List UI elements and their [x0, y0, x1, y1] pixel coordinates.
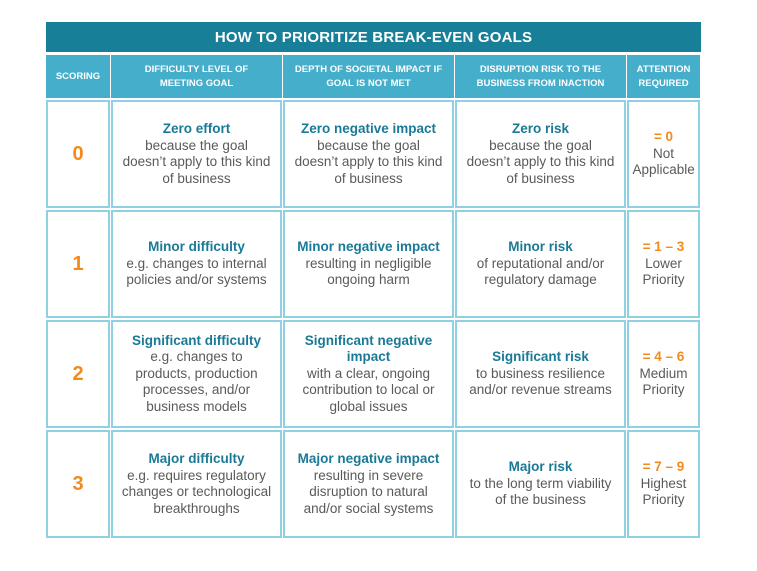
risk-description: to the long term viability of the busine…	[469, 475, 612, 508]
attention-range: = 7 – 9	[642, 459, 685, 475]
difficulty-description: e.g. changes to products, production pro…	[135, 349, 258, 414]
difficulty-heading: Major difficulty	[148, 451, 245, 466]
header-risk: DISRUPTION RISK TO THE BUSINESS FROM INA…	[455, 55, 626, 98]
impact-heading: Significant negative impact	[304, 332, 433, 365]
risk-description: of reputational and/or regulatory damage	[476, 255, 605, 288]
risk-heading: Significant risk	[492, 349, 589, 365]
impact-description: with a clear, ongoing contribution to lo…	[302, 365, 435, 414]
table-title: HOW TO PRIORITIZE BREAK-EVEN GOALS	[46, 22, 701, 52]
score-cell: 0	[46, 100, 110, 208]
priority-table: HOW TO PRIORITIZE BREAK-EVEN GOALS SCORI…	[46, 22, 701, 538]
impact-heading: Major negative impact	[297, 451, 440, 466]
risk-heading: Zero risk	[511, 121, 570, 136]
difficulty-description: because the goal doesn’t apply to this k…	[122, 137, 271, 186]
score-cell: 3	[46, 430, 110, 538]
risk-description: to business resilience and/or revenue st…	[469, 365, 612, 398]
header-attention: ATTENTION REQUIRED	[627, 55, 700, 98]
impact-heading: Minor negative impact	[297, 239, 440, 255]
impact-description: because the goal doesn’t apply to this k…	[294, 137, 443, 186]
header-impact: DEPTH OF SOCIETAL IMPACT IF GOAL IS NOT …	[283, 55, 454, 98]
score-cell: 2	[46, 320, 110, 428]
attention-label: Lower Priority	[642, 255, 685, 288]
score-value: 2	[72, 362, 84, 385]
difficulty-heading: Significant difficulty	[131, 332, 261, 348]
risk-heading: Minor risk	[508, 239, 573, 255]
score-value: 1	[72, 252, 84, 275]
score-value: 0	[72, 142, 84, 165]
difficulty-description: e.g. requires regulatory changes or tech…	[121, 467, 272, 516]
attention-label: Not Applicable	[632, 145, 695, 178]
header-scoring: SCORING	[46, 55, 110, 98]
table-grid: SCORING DIFFICULTY LEVEL OF MEETING GOAL…	[46, 55, 701, 538]
score-cell: 1	[46, 210, 110, 318]
attention-range: = 0	[653, 129, 674, 145]
impact-description: resulting in severe disruption to natura…	[303, 467, 434, 516]
impact-heading: Zero negative impact	[300, 121, 437, 136]
difficulty-heading: Zero effort	[162, 121, 231, 136]
attention-label: Highest Priority	[640, 475, 687, 508]
risk-description: because the goal doesn’t apply to this k…	[466, 137, 615, 186]
impact-description: resulting in negligible ongoing harm	[305, 255, 432, 288]
attention-range: = 4 – 6	[642, 349, 685, 365]
difficulty-description: e.g. changes to internal policies and/or…	[126, 255, 267, 288]
score-value: 3	[72, 472, 84, 495]
difficulty-heading: Minor difficulty	[148, 239, 245, 255]
header-difficulty: DIFFICULTY LEVEL OF MEETING GOAL	[111, 55, 282, 98]
attention-range: = 1 – 3	[642, 239, 685, 255]
risk-heading: Major risk	[508, 459, 573, 475]
attention-label: Medium Priority	[639, 365, 688, 398]
